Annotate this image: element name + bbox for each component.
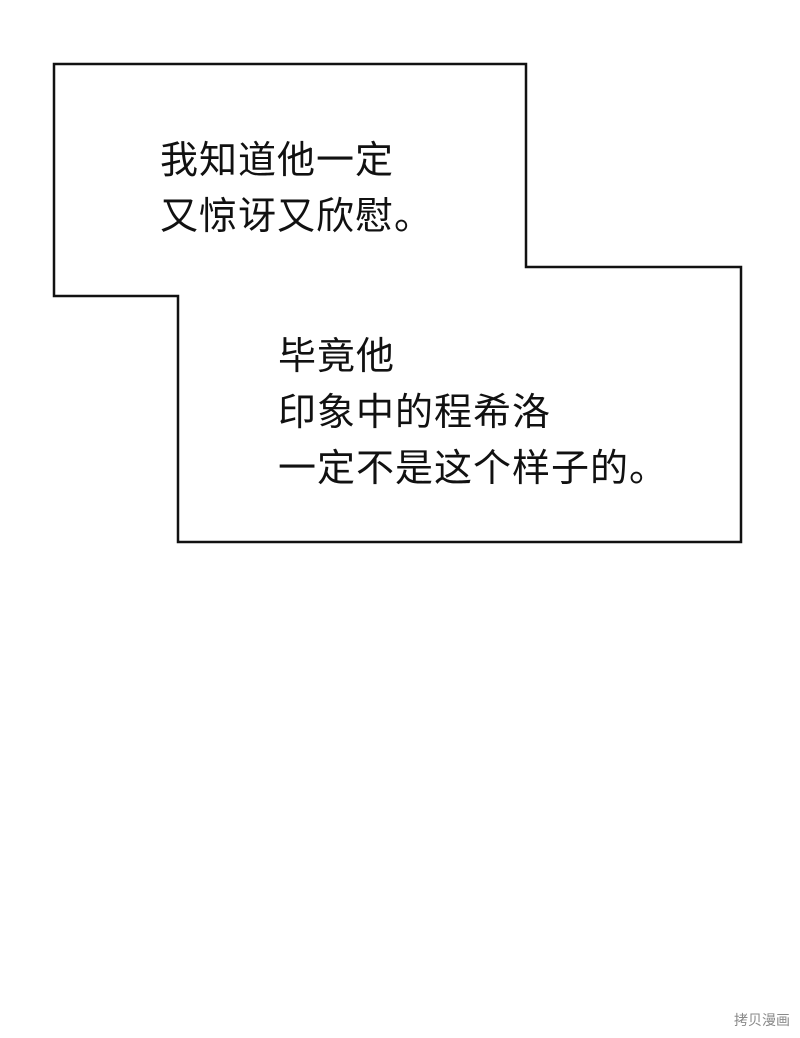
- caption-line: 我知道他一定: [160, 138, 395, 182]
- caption-line: 一定不是这个样子的。: [278, 446, 669, 490]
- caption-line: 印象中的程希洛: [278, 390, 552, 434]
- watermark: 拷贝漫画: [734, 1013, 790, 1029]
- caption-line: 又惊讶又欣慰。: [160, 194, 434, 238]
- caption-box-2: 毕竟他 印象中的程希洛 一定不是这个样子的。: [278, 328, 668, 496]
- caption-line: 毕竟他: [278, 334, 396, 378]
- speech-box-border: [52, 62, 743, 544]
- caption-box-1: 我知道他一定 又惊讶又欣慰。: [160, 132, 433, 244]
